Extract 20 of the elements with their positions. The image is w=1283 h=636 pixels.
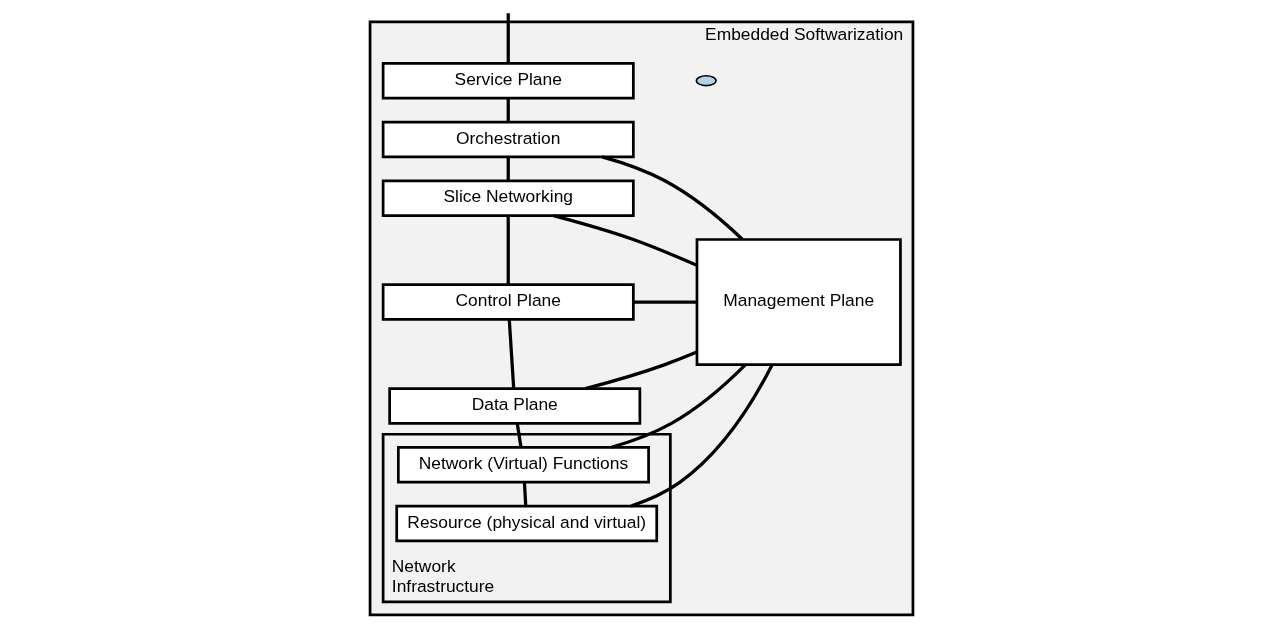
node-ellipse [695,74,717,87]
connector [506,215,510,285]
node-box: Data Plane [388,387,642,425]
node-box: Control Plane [381,283,635,321]
connector [515,423,523,448]
connector [506,156,510,181]
connector [633,300,697,304]
node-box: Resource (physical and virtual) [395,504,659,543]
node-box: Orchestration [381,120,635,159]
node-box: Service Plane [381,61,635,100]
connector [553,214,698,267]
connector [506,13,510,63]
connector [611,363,747,449]
connector [585,350,698,391]
connector [506,98,510,122]
connector [507,319,516,389]
node-box: Management Plane [695,238,902,366]
node-box: Network (Virtual) Functions [396,445,650,484]
connector [522,482,528,506]
node-box: Slice Networking [381,179,635,217]
